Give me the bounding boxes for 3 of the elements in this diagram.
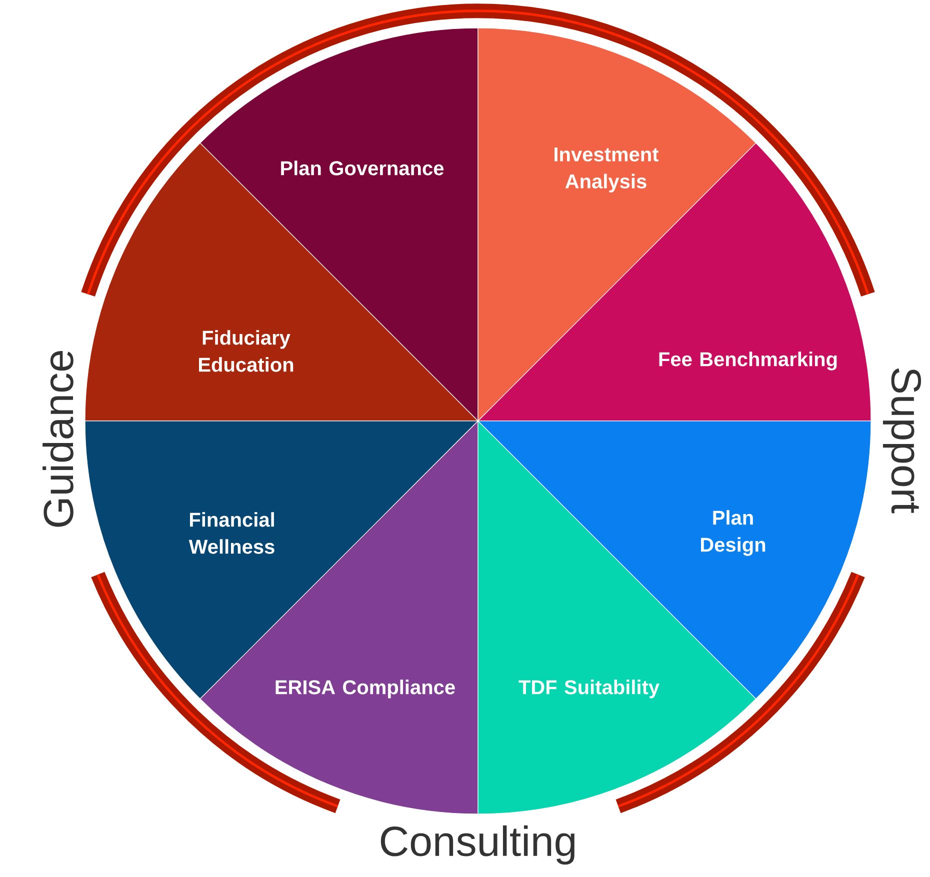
ring-label: Support	[882, 368, 922, 514]
ring-label: Consulting	[380, 825, 574, 865]
ring-label: Guidance	[42, 351, 74, 527]
